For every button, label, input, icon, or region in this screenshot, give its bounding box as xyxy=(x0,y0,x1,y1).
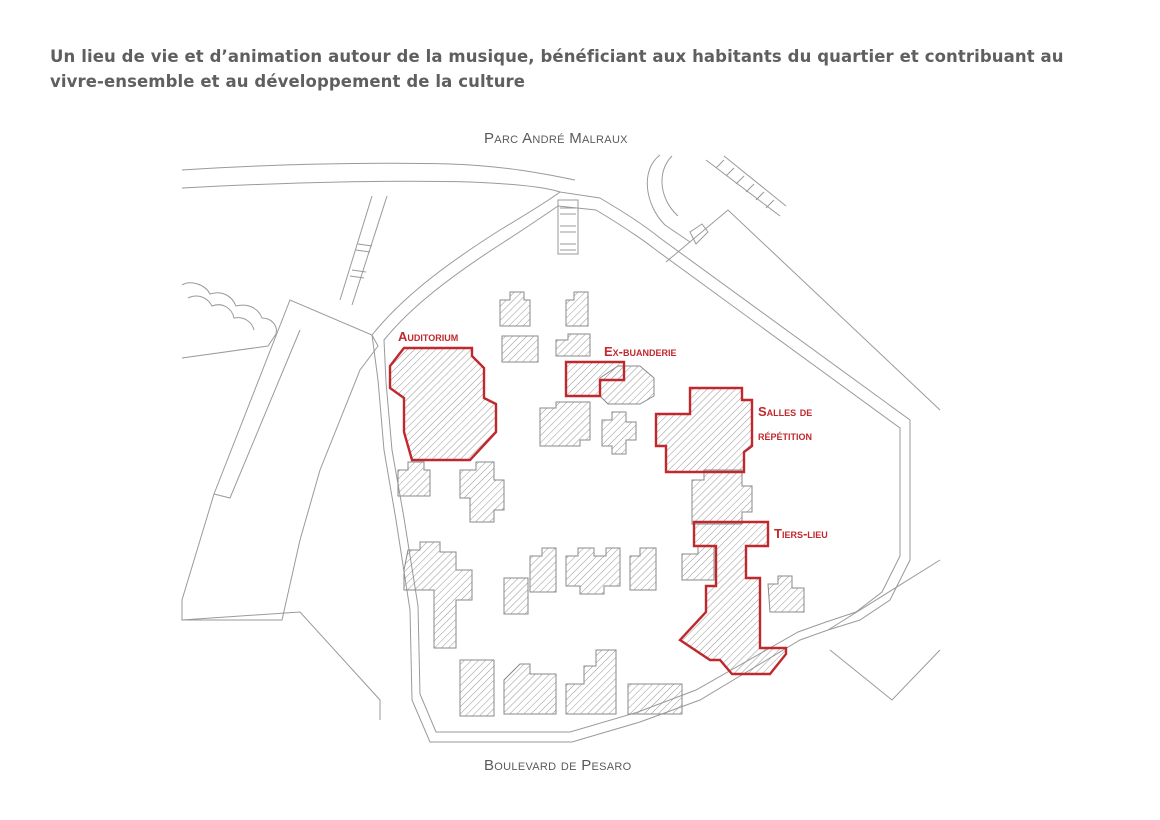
pavilion xyxy=(459,461,505,523)
pavilion xyxy=(565,291,589,327)
auditorium-outline xyxy=(388,346,498,462)
label-salles-line1: Salles de xyxy=(758,404,812,419)
park-path-lower xyxy=(181,180,561,193)
nw-rounded-blocks-2 xyxy=(187,295,255,331)
site-boundary-inner xyxy=(383,205,901,733)
pavilion xyxy=(565,547,621,595)
west-building-lower xyxy=(181,611,381,720)
park-curve-east xyxy=(646,154,691,243)
pavilion xyxy=(681,545,715,581)
east-building-lower xyxy=(827,559,941,701)
nw-footpath xyxy=(339,195,388,306)
ne-step xyxy=(689,223,709,245)
highlighted-buildings xyxy=(388,346,788,676)
pavilion xyxy=(529,547,557,593)
pavilion xyxy=(627,683,683,715)
pavilion xyxy=(503,663,557,715)
salles-repetition-outline xyxy=(654,386,754,474)
street-label-south: Boulevard de Pesaro xyxy=(484,757,632,774)
pavilion xyxy=(767,575,805,613)
park-curve-east-2 xyxy=(661,155,679,217)
ex-buanderie-outline xyxy=(564,360,626,398)
label-ex-buanderie: Ex-buanderie xyxy=(604,344,677,359)
north-stair xyxy=(557,199,579,255)
intro-text: Un lieu de vie et d’animation autour de … xyxy=(50,47,1064,91)
context-linework xyxy=(181,154,941,743)
street-label-north: Parc André Malraux xyxy=(484,130,628,147)
pavilion xyxy=(459,659,495,717)
pavilions xyxy=(397,291,805,717)
tiers-lieu-outline xyxy=(678,520,788,676)
label-tiers-lieu: Tiers-lieu xyxy=(774,526,828,541)
pavilion xyxy=(601,411,637,455)
pavilion xyxy=(501,335,539,363)
site-boundary-outer xyxy=(371,191,911,743)
pavilion xyxy=(503,577,529,615)
pavilion xyxy=(539,401,591,447)
park-path-upper xyxy=(181,162,576,181)
label-auditorium: Auditorium xyxy=(398,329,458,344)
west-building xyxy=(181,299,379,621)
crosswalk-stripes xyxy=(349,159,775,279)
pavilion xyxy=(629,547,657,591)
west-building-inner xyxy=(213,329,301,499)
pavilion xyxy=(397,461,431,497)
pavilion xyxy=(403,541,473,649)
nw-rounded-blocks xyxy=(181,282,277,359)
pavilion xyxy=(555,333,591,357)
pavilion xyxy=(565,649,617,715)
pavilion xyxy=(499,291,531,327)
label-salles-line2: répétition xyxy=(758,428,812,443)
pavilion xyxy=(691,469,753,525)
east-building xyxy=(665,209,941,411)
ne-crosswalk xyxy=(705,155,787,217)
highlight-labels: Auditorium Ex-buanderie Salles de répéti… xyxy=(398,329,828,541)
